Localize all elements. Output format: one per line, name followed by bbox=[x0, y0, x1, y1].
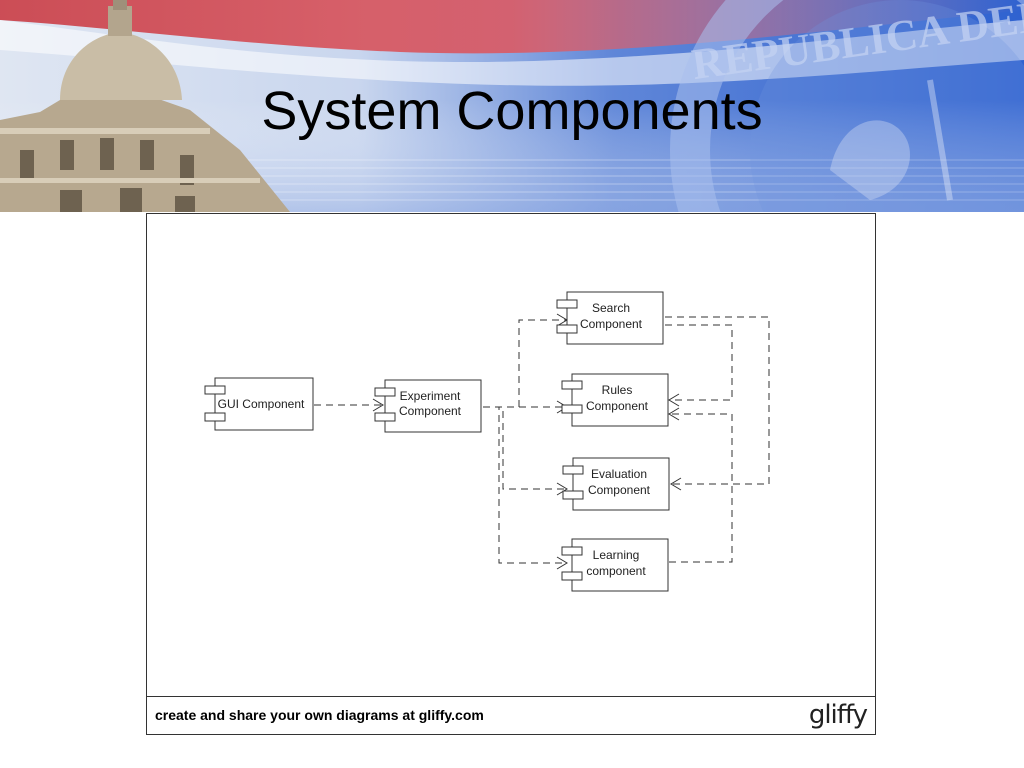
building-illustration bbox=[0, 0, 290, 212]
connector-experiment-learning bbox=[483, 406, 567, 564]
search-component-box bbox=[556, 291, 664, 345]
arrowhead-evaluation-left bbox=[556, 482, 568, 496]
arrowhead-experiment bbox=[372, 398, 384, 412]
gliffy-footer: create and share your own diagrams at gl… bbox=[147, 696, 875, 735]
learning-component-box bbox=[561, 538, 669, 592]
arrowhead-rules-right-bottom bbox=[668, 407, 680, 421]
search-component-label-line2: Component bbox=[580, 317, 643, 331]
evaluation-component-label-line2: Component bbox=[588, 483, 651, 497]
rules-component-label-line1: Rules bbox=[602, 383, 633, 397]
connector-search-evaluation bbox=[665, 316, 770, 485]
page-title: System Components bbox=[261, 81, 763, 141]
gui-component-label: GUI Component bbox=[218, 397, 305, 411]
arrowhead-learning bbox=[556, 556, 568, 570]
diagram-panel: GUI Component Experiment Component Searc… bbox=[146, 213, 876, 735]
banner-background: REPUBLICA DEL PARAG bbox=[0, 0, 1024, 212]
experiment-component-label-line2: Component bbox=[399, 404, 462, 418]
gliffy-promo-link[interactable]: create and share your own diagrams at gl… bbox=[155, 707, 484, 723]
component-diagram: GUI Component Experiment Component Searc… bbox=[204, 291, 770, 592]
gui-component-box bbox=[204, 377, 314, 431]
seal-emblem bbox=[670, 0, 1024, 212]
experiment-component-box bbox=[374, 379, 482, 433]
connector-experiment-search bbox=[483, 319, 567, 408]
connector-learning-rules bbox=[669, 413, 733, 563]
evaluation-component-box bbox=[562, 457, 670, 511]
rules-component-label-line2: Component bbox=[586, 399, 649, 413]
arrowheads bbox=[372, 313, 682, 570]
gliffy-logo: gliffy bbox=[808, 700, 868, 730]
connector-experiment-evaluation bbox=[483, 406, 567, 490]
search-component-label-line1: Search bbox=[592, 301, 630, 315]
rules-component-box bbox=[561, 373, 669, 427]
dependency-connectors bbox=[314, 316, 770, 564]
learning-component-label-line2: component bbox=[586, 564, 646, 578]
header-banner: REPUBLICA DEL PARAG System Components bbox=[0, 0, 1024, 212]
evaluation-component-label-line1: Evaluation bbox=[591, 467, 647, 481]
arrowhead-evaluation-right bbox=[670, 477, 682, 491]
connector-search-rules bbox=[665, 324, 733, 401]
arrowhead-rules-right-top bbox=[668, 393, 680, 407]
learning-component-label-line1: Learning bbox=[593, 548, 640, 562]
experiment-component-label-line1: Experiment bbox=[400, 389, 461, 403]
